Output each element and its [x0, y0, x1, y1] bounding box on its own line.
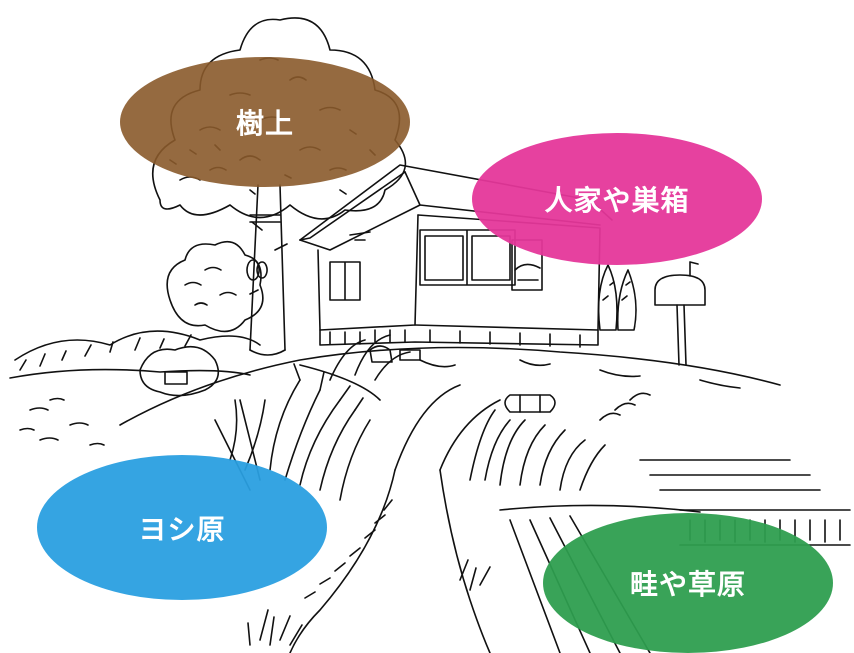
- shrubs: [139, 240, 264, 397]
- habitat-label-reed: ヨシ原: [138, 512, 226, 546]
- habitat-label-house: 人家や巣箱: [544, 184, 690, 217]
- habitat-bubble-house: 人家や巣箱: [472, 133, 762, 265]
- foreground-grass: [247, 559, 491, 646]
- habitat-bubble-reed: ヨシ原: [37, 455, 327, 600]
- ground: [19, 345, 781, 446]
- habitat-label-tree: 樹上: [235, 107, 294, 140]
- habitat-bubble-field: 畦や草原: [543, 513, 833, 653]
- reeds: [214, 334, 411, 501]
- mailbox: [654, 261, 706, 366]
- habitat-bubble-tree: 樹上: [120, 57, 410, 187]
- habitat-label-field: 畦や草原: [629, 568, 746, 601]
- field-grasses: [469, 392, 821, 491]
- road: [289, 384, 501, 653]
- horizon-grass: [9, 330, 261, 379]
- cypress-bushes: [597, 264, 637, 331]
